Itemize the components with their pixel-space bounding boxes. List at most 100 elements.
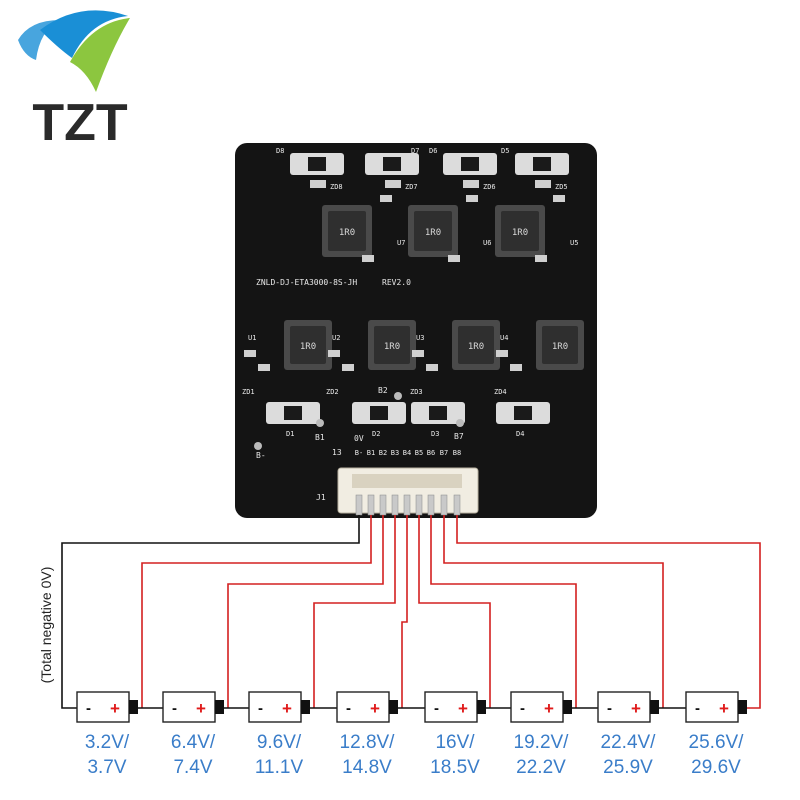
balance-wire — [443, 515, 664, 708]
zener-label: ZD2 — [326, 388, 339, 396]
battery-cell: -+ — [685, 691, 747, 723]
connector-slot — [352, 474, 462, 488]
balance-wire-b8 — [456, 515, 761, 709]
voltage-line-1: 3.2V/ — [84, 732, 130, 753]
voltage-line-2: 11.1V — [254, 757, 304, 778]
cell-voltage-label: 16V/18.5V — [415, 730, 495, 780]
battery-cell: -+ — [597, 691, 686, 723]
pcb-bminus-label: B- — [256, 451, 266, 460]
smd-part — [258, 364, 270, 371]
battery-plus-sign: + — [196, 699, 206, 718]
battery-cell: -+ — [424, 691, 511, 723]
connector-pin-label: B1 — [367, 449, 375, 457]
voltage-line-1: 16V/ — [435, 732, 475, 753]
battery-terminal — [301, 700, 310, 714]
diode-body — [429, 406, 447, 420]
connector-pin-labels: B- B1 B2 B3 B4 B5 B6 B7 B8 — [355, 449, 461, 457]
smd-part — [412, 350, 424, 357]
battery-terminal — [650, 700, 659, 714]
test-pad — [254, 442, 262, 450]
ic-label: U1 — [248, 334, 256, 342]
battery-plus-sign: + — [110, 699, 120, 718]
balance-wire — [141, 515, 372, 708]
voltage-line-1: 22.4V/ — [600, 732, 656, 753]
inductor-marking: 1R0 — [384, 342, 400, 352]
battery-body — [162, 691, 216, 723]
balance-wire — [401, 515, 408, 708]
battery-body — [336, 691, 390, 723]
connector-pin-label: B- — [355, 449, 363, 457]
voltage-line-2: 14.8V — [342, 757, 392, 778]
battery-plus-sign: + — [458, 699, 468, 718]
connector-pin — [427, 494, 435, 516]
balance-wire — [418, 515, 491, 708]
smd-part — [342, 364, 354, 371]
connector-pin-label: B4 — [403, 449, 411, 457]
connector-pin — [440, 494, 448, 516]
diode-body — [383, 157, 401, 171]
battery-minus-sign: - — [434, 700, 439, 717]
smd-part — [463, 180, 479, 188]
battery-body — [685, 691, 739, 723]
battery-minus-sign: - — [607, 700, 612, 717]
ic-label: U3 — [416, 334, 424, 342]
inductor-core — [542, 326, 578, 364]
zener-label: ZD6 — [483, 183, 496, 191]
ic-label: U4 — [500, 334, 508, 342]
battery-minus-sign: - — [86, 700, 91, 717]
connector-pin-label: B6 — [427, 449, 435, 457]
diode-body — [533, 157, 551, 171]
smd-part — [362, 255, 374, 262]
voltage-line-1: 25.6V/ — [688, 732, 744, 753]
smd-part — [448, 255, 460, 262]
ic-label: U2 — [332, 334, 340, 342]
cell-voltage-label: 12.8V/14.8V — [327, 730, 407, 780]
battery-body — [510, 691, 564, 723]
battery-minus-sign: - — [172, 700, 177, 717]
connector-pin-label: B8 — [453, 449, 461, 457]
connector-pin-label: B5 — [415, 449, 423, 457]
inductor-core — [328, 211, 366, 251]
connector-pin-label: B3 — [391, 449, 399, 457]
inductor-marking: 1R0 — [512, 228, 528, 238]
battery-terminal — [389, 700, 398, 714]
ic-label: U6 — [483, 239, 491, 247]
voltage-line-2: 25.9V — [603, 757, 653, 778]
connector-pins — [355, 494, 461, 516]
battery-cell: -+ — [336, 691, 425, 723]
pcb-rev: REV2.0 — [382, 278, 411, 287]
battery-cell: -+ — [76, 691, 163, 723]
connector-pin — [403, 494, 411, 516]
smd-part — [426, 364, 438, 371]
voltage-line-2: 22.2V — [516, 757, 566, 778]
voltage-line-1: 9.6V/ — [256, 732, 302, 753]
total-negative-label-box: (Total negative 0V) — [36, 545, 56, 705]
zener-label: ZD1 — [242, 388, 255, 396]
zener-label: ZD3 — [410, 388, 423, 396]
inductor-marking: 1R0 — [300, 342, 316, 352]
pcb-b2-label: B2 — [378, 386, 388, 395]
diode-body — [308, 157, 326, 171]
inductor-core — [414, 211, 452, 251]
pcb-b7-label: B7 — [454, 432, 464, 441]
inductor-marking: 1R0 — [552, 342, 568, 352]
battery-minus-sign: - — [258, 700, 263, 717]
smd-part — [385, 180, 401, 188]
connector-pin-label: B7 — [440, 449, 448, 457]
diode-label: D4 — [516, 430, 524, 438]
voltage-line-2: 18.5V — [430, 757, 480, 778]
diode-label: D5 — [501, 147, 509, 155]
zener-label: ZD8 — [330, 183, 343, 191]
voltage-line-1: 19.2V/ — [513, 732, 569, 753]
battery-cell: -+ — [248, 691, 337, 723]
battery-minus-sign: - — [695, 700, 700, 717]
diode-body — [514, 406, 532, 420]
smd-part — [535, 180, 551, 188]
brand-name: TZT — [32, 94, 128, 152]
battery-body — [424, 691, 478, 723]
total-negative-label: (Total negative 0V) — [38, 566, 54, 684]
connector-pin-label: B2 — [379, 449, 387, 457]
diode-label: D8 — [276, 147, 284, 155]
inductor-marking: 1R0 — [425, 228, 441, 238]
battery-body — [597, 691, 651, 723]
